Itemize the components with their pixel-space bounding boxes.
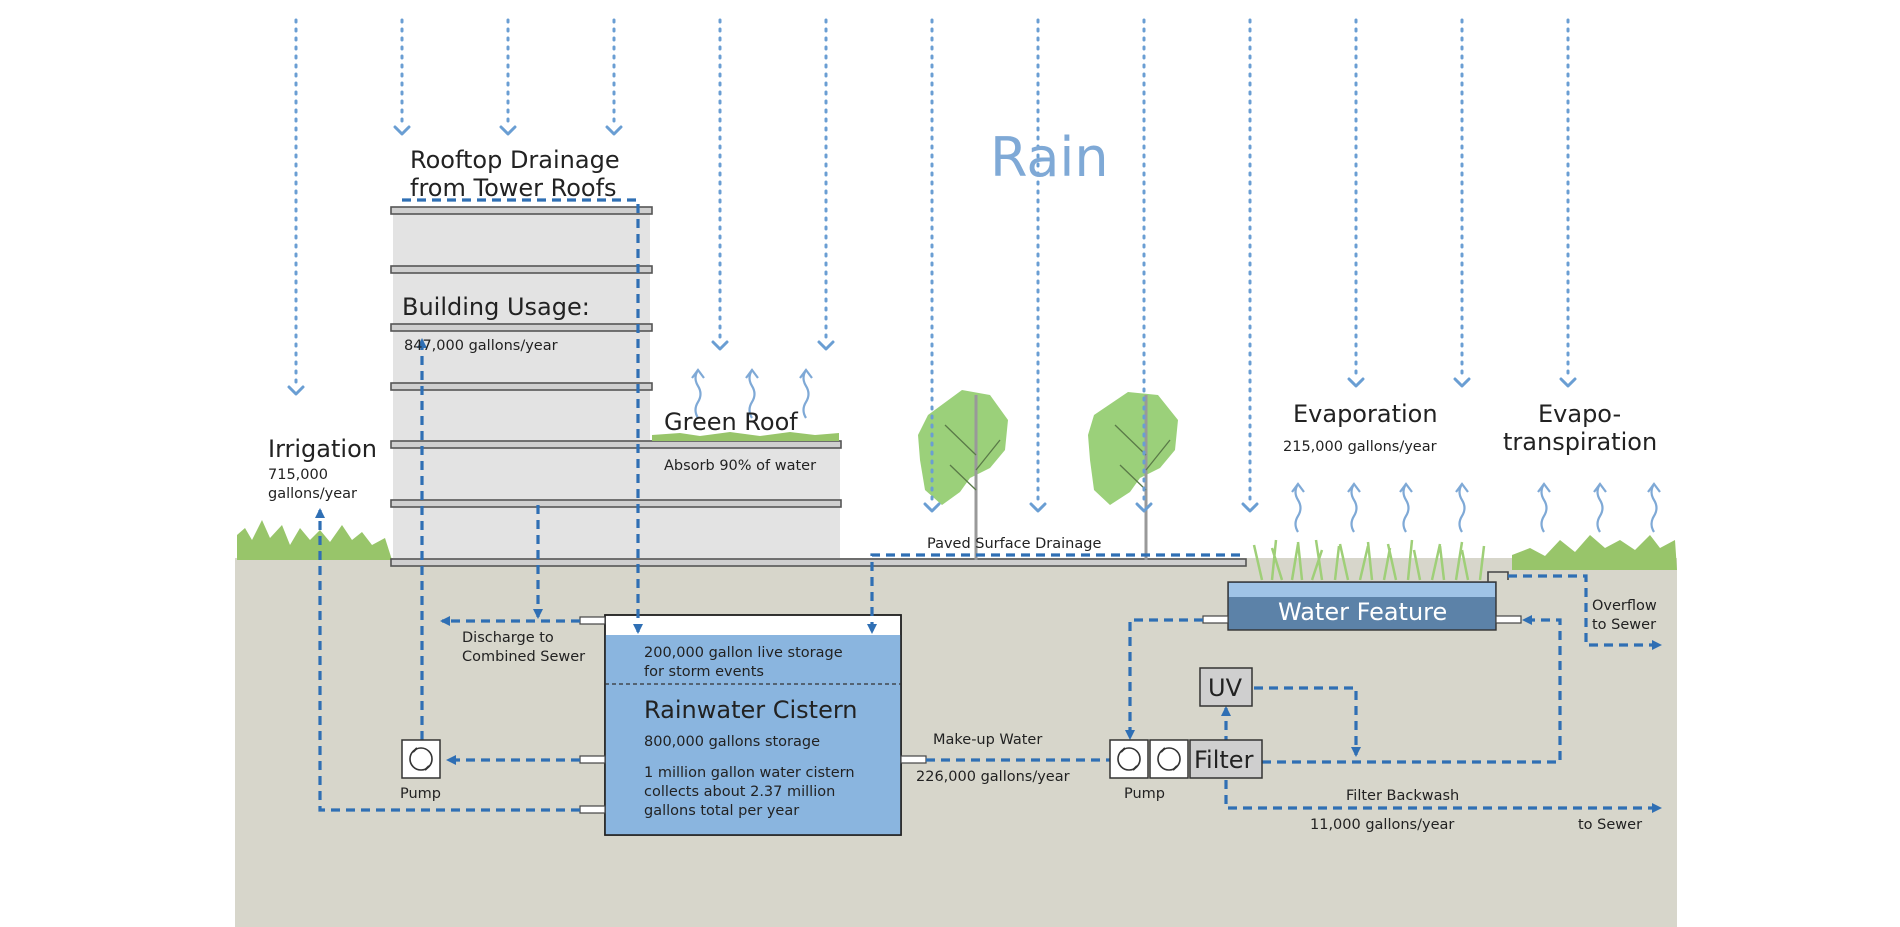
discharge-label-1: Discharge to [462,630,554,646]
reeds [1252,539,1486,581]
pump-icon [401,739,441,779]
irrigation-label: Irrigation [268,435,377,463]
flow-arrows [315,198,1662,813]
green-roof-desc: Absorb 90% of water [664,458,816,474]
live-storage-label-2: for storm events [644,664,764,680]
pump-icon [1149,739,1189,779]
grass-left [237,520,392,560]
makeup-water-value: 226,000 gallons/year [916,769,1070,785]
pump-left-label: Pump [400,786,441,802]
cistern-desc-3: gallons total per year [644,803,799,819]
filter-box [1189,739,1263,779]
evaporation-label: Evaporation [1293,400,1438,428]
water-feature-pool [1202,571,1522,631]
cistern-desc-1: 1 million gallon water cistern [644,765,855,781]
uv-box [1199,667,1253,707]
filter-backwash-label: Filter Backwash [1346,788,1459,804]
green-roof-grass [652,432,839,441]
tree-icon [918,390,1008,560]
cistern [579,614,927,836]
building [390,206,1247,567]
grass-right [1512,535,1677,570]
pump-right-label: Pump [1124,786,1165,802]
filter-backwash-value: 11,000 gallons/year [1310,817,1454,833]
cistern-storage: 800,000 gallons storage [644,734,820,750]
water-feature-label: Water Feature [1278,598,1447,626]
rooftop-drainage-label-2: from Tower Roofs [410,174,617,202]
discharge-label-2: Combined Sewer [462,649,585,665]
live-storage-label-1: 200,000 gallon live storage [644,645,843,661]
tree-icon [1088,392,1178,560]
rooftop-drainage-label: Rooftop Drainage [410,146,620,174]
cistern-title: Rainwater Cistern [644,696,858,724]
uv-label: UV [1208,674,1243,702]
irrigation-value-2: gallons/year [268,486,357,502]
makeup-water-label: Make-up Water [933,732,1042,748]
overflow-label-2: to Sewer [1592,617,1656,633]
building-usage-label: Building Usage: [402,293,590,321]
evapotranspiration-label-1: Evapo- [1538,400,1621,428]
overflow-label-1: Overflow [1592,598,1657,614]
filter-label: Filter [1194,746,1254,774]
evaporation-value: 215,000 gallons/year [1283,439,1437,455]
paved-surface-drainage-label: Paved Surface Drainage [927,536,1101,552]
evapotranspiration-label-2: transpiration [1503,428,1657,456]
pump-icon [1109,739,1149,779]
irrigation-value-1: 715,000 [268,467,328,483]
rain-arrows [287,18,1577,513]
building-usage-value: 847,000 gallons/year [404,338,558,354]
cistern-desc-2: collects about 2.37 million [644,784,835,800]
to-sewer-label: to Sewer [1578,817,1642,833]
rain-title: Rain [990,126,1109,189]
green-roof-label: Green Roof [664,408,798,436]
